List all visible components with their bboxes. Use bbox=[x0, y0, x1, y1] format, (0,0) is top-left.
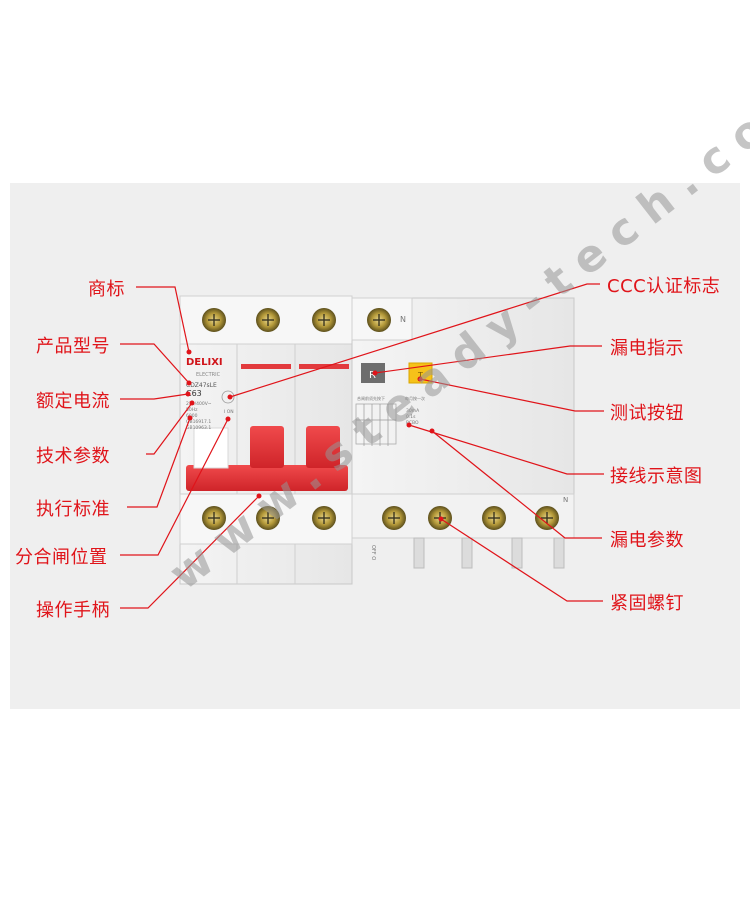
spec-line-5: GB10963.1 bbox=[186, 425, 211, 431]
test-key-letter: T bbox=[417, 371, 423, 380]
label-leak-indicator: 漏电指示 bbox=[610, 338, 684, 359]
breaker-module bbox=[179, 295, 353, 585]
indicator-letter: R bbox=[369, 370, 376, 381]
label-tech-params: 技术参数 bbox=[36, 446, 110, 467]
label-ccc-mark: CCC认证标志 bbox=[607, 276, 721, 297]
left-callout-lines bbox=[120, 286, 260, 609]
right-callout-dots bbox=[227, 370, 444, 522]
device-brand: DELIXI bbox=[186, 357, 223, 368]
text-monthly: 每月按一次 bbox=[405, 395, 425, 401]
device-model: CDZ47sLE bbox=[186, 382, 217, 389]
label-test-button: 测试按钮 bbox=[610, 403, 684, 424]
handle-pole-3[interactable] bbox=[306, 426, 340, 468]
label-rated-current: 额定电流 bbox=[36, 391, 110, 412]
neutral-mark-top: N bbox=[400, 315, 406, 324]
leak-spec-2: 0.1s bbox=[406, 414, 416, 420]
on-mark: I ON bbox=[224, 409, 234, 415]
spec-line-2: 50Hz bbox=[186, 407, 198, 413]
screws bbox=[202, 308, 559, 530]
spec-line-1: 230/400V~ bbox=[186, 401, 212, 407]
right-callout-lines bbox=[229, 283, 604, 602]
label-switch-position: 分合闸位置 bbox=[15, 547, 108, 568]
handle-pole-2[interactable] bbox=[250, 426, 284, 468]
label-handle: 操作手柄 bbox=[36, 600, 110, 621]
device-brand-sub: ELECTRIC bbox=[196, 372, 221, 378]
neutral-mark-bottom: N bbox=[563, 496, 568, 504]
label-fastening-screw: 紧固螺钉 bbox=[610, 593, 684, 614]
spec-line-3: 6000 bbox=[186, 413, 198, 419]
side-text: OFF O bbox=[370, 545, 376, 560]
label-standard: 执行标准 bbox=[36, 499, 110, 520]
label-wiring-diagram: 接线示意图 bbox=[610, 466, 703, 487]
rcd-module bbox=[351, 297, 575, 569]
leak-spec-1: 30mA bbox=[406, 408, 420, 414]
device-rating: C63 bbox=[186, 389, 202, 398]
spec-line-4: GB16917.1 bbox=[186, 419, 211, 425]
left-callout-dots bbox=[185, 349, 262, 499]
leak-spec-3: RCBO bbox=[406, 420, 419, 426]
label-leak-params: 漏电参数 bbox=[610, 530, 684, 551]
handle-bar[interactable] bbox=[186, 465, 348, 491]
label-brand: 商标 bbox=[88, 279, 125, 300]
label-model: 产品型号 bbox=[36, 336, 110, 357]
ccc-mark-icon bbox=[221, 390, 235, 404]
text-close-first: 合闸前须先按下 bbox=[357, 395, 385, 401]
